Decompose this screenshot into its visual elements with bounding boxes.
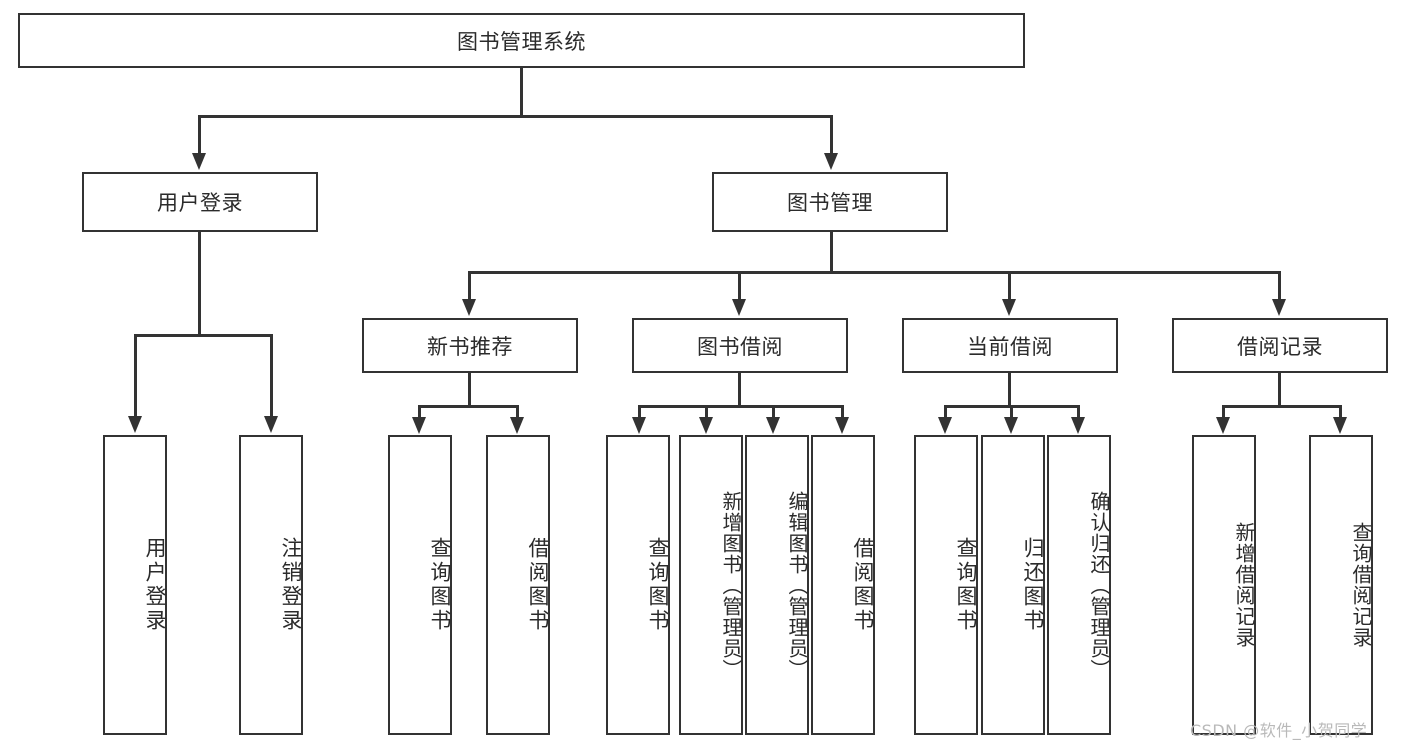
arrow-to-leaf-current-confirm (1071, 417, 1085, 434)
connector-record-drop-1 (1222, 405, 1225, 419)
node-label: 查询图书 (646, 537, 670, 633)
connector-current-drop-2 (1010, 405, 1013, 419)
watermark: CSDN @软件_小贺同学 (1190, 721, 1368, 740)
node-current-borrow[interactable]: 当前借阅 (902, 318, 1118, 373)
node-label: 借阅图书 (526, 537, 550, 633)
node-label: 当前借阅 (967, 334, 1053, 359)
arrow-to-leaf-borrow-edit (766, 417, 780, 434)
arrow-to-leaf-borrow-add (699, 417, 713, 434)
leaf-user-login[interactable]: 用户登录 (103, 435, 167, 735)
leaf-borrow-edit-book[interactable]: 编辑图书（管理员） (745, 435, 809, 735)
leaf-current-return-book[interactable]: 归还图书 (981, 435, 1045, 735)
arrow-to-borrow-record (1272, 299, 1286, 316)
connector-book-mgmt-drop-2 (738, 271, 741, 301)
connector-recommend-stem (468, 373, 471, 406)
leaf-record-query[interactable]: 查询借阅记录 (1309, 435, 1373, 735)
node-root-system[interactable]: 图书管理系统 (18, 13, 1025, 68)
connector-current-drop-1 (944, 405, 947, 419)
leaf-record-add[interactable]: 新增借阅记录 (1192, 435, 1256, 735)
leaf-current-query-book[interactable]: 查询图书 (914, 435, 978, 735)
node-label: 确认归还（管理员） (1087, 490, 1111, 680)
connector-user-login-bar (134, 334, 272, 337)
connector-borrow-drop-2 (705, 405, 708, 419)
connector-root-drop-left (198, 115, 201, 155)
arrow-to-leaf-record-query (1333, 417, 1347, 434)
connector-book-mgmt-bar (468, 271, 1280, 274)
node-book-borrow[interactable]: 图书借阅 (632, 318, 848, 373)
leaf-logout[interactable]: 注销登录 (239, 435, 303, 735)
arrow-to-book-borrow (732, 299, 746, 316)
arrow-to-leaf-user-login (128, 416, 142, 433)
connector-user-login-drop-1 (134, 334, 137, 418)
arrow-to-book-management (824, 153, 838, 170)
leaf-current-confirm-return[interactable]: 确认归还（管理员） (1047, 435, 1111, 735)
leaf-borrow-borrow-book[interactable]: 借阅图书 (811, 435, 875, 735)
arrow-to-leaf-borrow-borrow (835, 417, 849, 434)
node-label: 查询图书 (428, 537, 452, 633)
arrow-to-leaf-current-query (938, 417, 952, 434)
arrow-to-leaf-recommend-query (412, 417, 426, 434)
node-label: 图书管理 (787, 191, 873, 215)
arrow-to-leaf-logout (264, 416, 278, 433)
arrow-to-user-login (192, 153, 206, 170)
connector-user-login-drop-2 (270, 334, 273, 418)
node-label: 用户登录 (157, 191, 243, 215)
connector-book-mgmt-drop-4 (1278, 271, 1281, 301)
connector-borrow-drop-1 (638, 405, 641, 419)
node-label: 借阅记录 (1237, 334, 1323, 359)
connector-current-drop-3 (1077, 405, 1080, 419)
leaf-borrow-add-book[interactable]: 新增图书（管理员） (679, 435, 743, 735)
connector-record-bar (1222, 405, 1341, 408)
connector-record-drop-2 (1339, 405, 1342, 419)
leaf-recommend-query-book[interactable]: 查询图书 (388, 435, 452, 735)
node-label: 查询图书 (954, 537, 978, 633)
node-label: 查询借阅记录 (1349, 522, 1373, 648)
arrow-to-current-borrow (1002, 299, 1016, 316)
connector-recommend-bar (418, 405, 518, 408)
connector-record-stem (1278, 373, 1281, 406)
node-user-login[interactable]: 用户登录 (82, 172, 318, 232)
node-label: 借阅图书 (851, 537, 875, 633)
arrow-to-leaf-recommend-borrow (510, 417, 524, 434)
arrow-to-leaf-borrow-query (632, 417, 646, 434)
connector-book-mgmt-drop-3 (1008, 271, 1011, 301)
node-borrow-record[interactable]: 借阅记录 (1172, 318, 1388, 373)
connector-user-login-stem (198, 232, 201, 335)
node-label: 注销登录 (279, 537, 303, 633)
leaf-recommend-borrow-book[interactable]: 借阅图书 (486, 435, 550, 735)
node-label: 归还图书 (1021, 537, 1045, 633)
node-book-management[interactable]: 图书管理 (712, 172, 948, 232)
node-label: 编辑图书（管理员） (785, 490, 809, 680)
connector-root-drop-right (830, 115, 833, 155)
node-label: 图书管理系统 (457, 29, 586, 54)
node-label: 新增图书（管理员） (719, 490, 743, 680)
node-label: 用户登录 (143, 537, 167, 633)
leaf-borrow-query-book[interactable]: 查询图书 (606, 435, 670, 735)
connector-borrow-drop-3 (772, 405, 775, 419)
connector-recommend-drop-1 (418, 405, 421, 419)
node-label: 新增借阅记录 (1232, 522, 1256, 648)
node-label: 图书借阅 (697, 334, 783, 359)
connector-book-mgmt-drop-1 (468, 271, 471, 301)
connector-current-stem (1008, 373, 1011, 406)
connector-borrow-bar (638, 405, 844, 408)
connector-borrow-drop-4 (841, 405, 844, 419)
connector-borrow-stem (738, 373, 741, 406)
connector-recommend-drop-2 (516, 405, 519, 419)
node-new-book-recommend[interactable]: 新书推荐 (362, 318, 578, 373)
arrow-to-new-book-recommend (462, 299, 476, 316)
node-label: 新书推荐 (427, 334, 513, 359)
arrow-to-leaf-current-return (1004, 417, 1018, 434)
connector-root-stem (520, 68, 523, 117)
connector-book-mgmt-stem (830, 232, 833, 274)
connector-root-bar (198, 115, 832, 118)
arrow-to-leaf-record-add (1216, 417, 1230, 434)
